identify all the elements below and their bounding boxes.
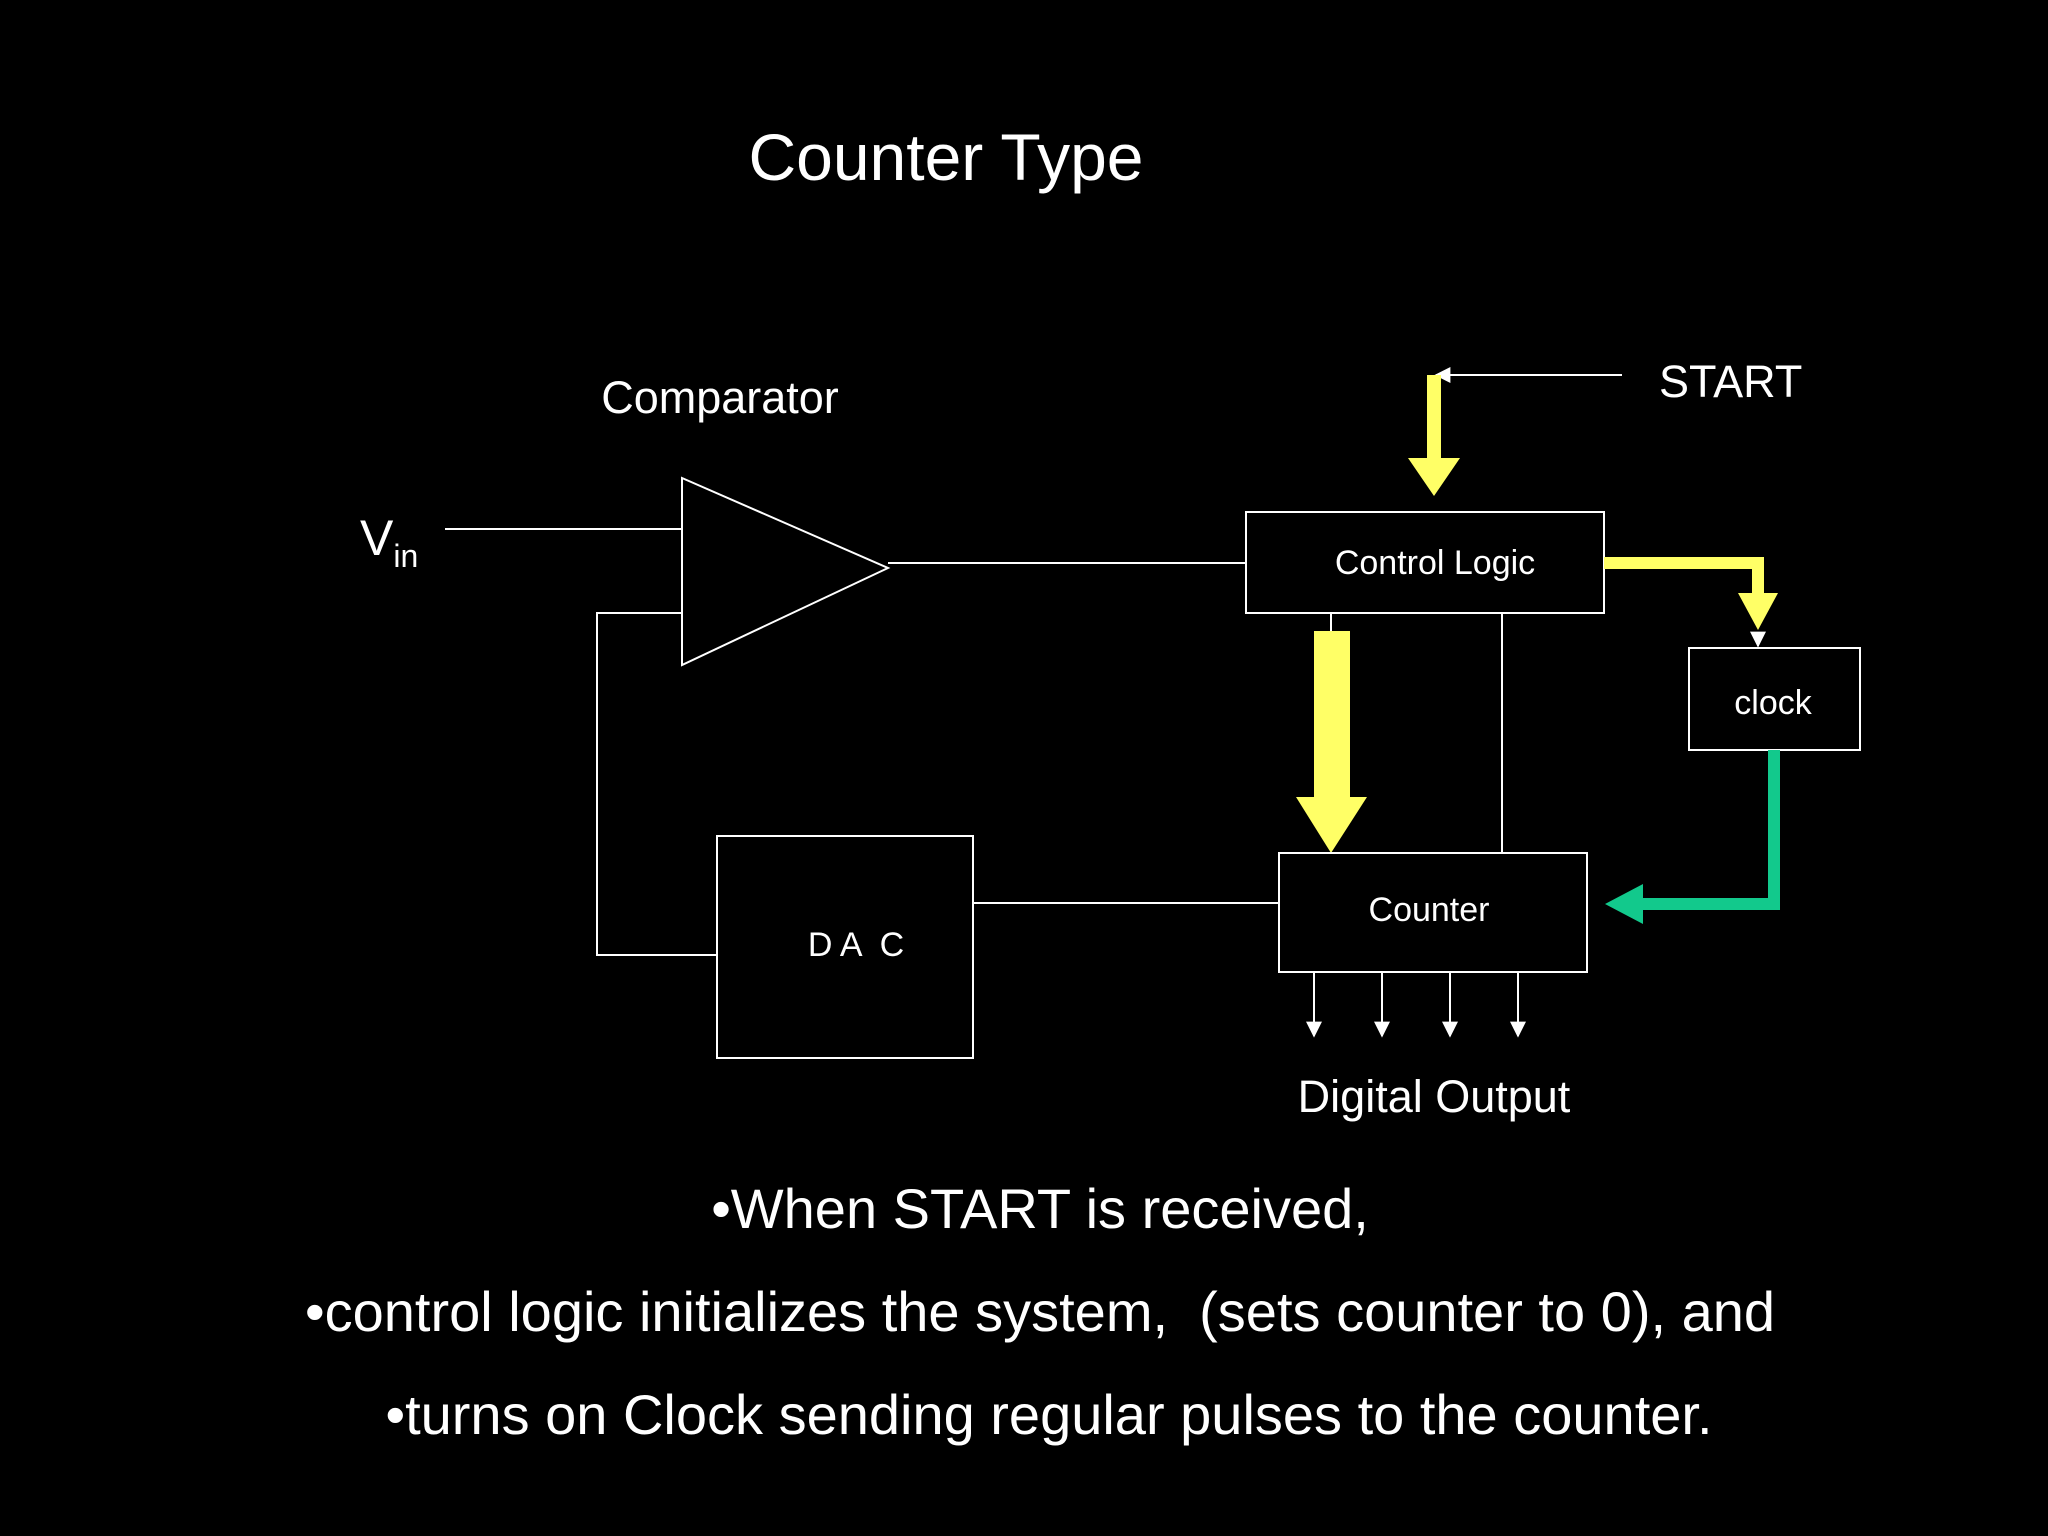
control-logic-label: Control Logic — [1335, 544, 1535, 582]
bullet-3: •turns on Clock sending regular pulses t… — [385, 1383, 1712, 1446]
counter-label: Counter — [1369, 891, 1490, 929]
bullet-1: •When START is received, — [711, 1177, 1369, 1240]
comparator-symbol — [681, 476, 891, 667]
dac-box — [716, 835, 974, 1059]
vin-label: Vin — [360, 510, 418, 574]
control-to-clock-arrow — [1604, 557, 1778, 630]
vin-subscript: in — [393, 538, 418, 574]
bullet-2: •control logic initializes the system, (… — [305, 1280, 1775, 1343]
start-highlight-arrow — [1408, 375, 1460, 496]
control-logic-box — [1245, 511, 1605, 614]
slide-title: Counter Type — [748, 120, 1143, 194]
clock-label: clock — [1734, 684, 1812, 722]
clock-to-counter-arrow — [1605, 750, 1780, 924]
counter-box — [1278, 852, 1588, 973]
digital-output-label: Digital Output — [1298, 1071, 1571, 1122]
dac-feedback-line — [596, 612, 717, 956]
start-label: START — [1659, 356, 1802, 407]
vin-main: V — [360, 510, 394, 566]
comparator-label: Comparator — [601, 372, 839, 423]
control-to-counter-arrow — [1296, 631, 1367, 853]
dac-label: D A C — [808, 926, 904, 964]
